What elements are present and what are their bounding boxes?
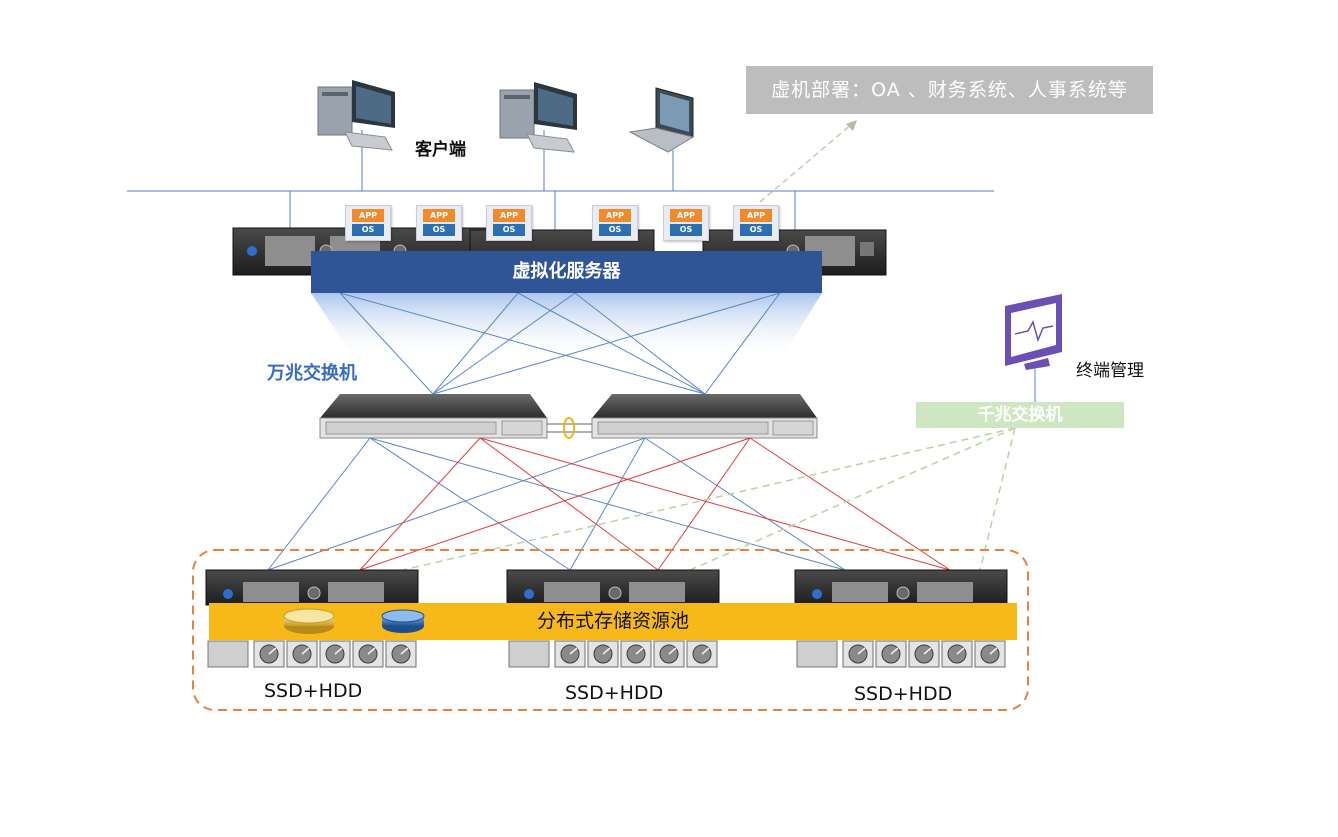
storage-node-server — [794, 569, 1008, 606]
hdd-drive-row — [796, 640, 1006, 668]
storage-pool-border — [192, 549, 1029, 711]
hdd-drive-icon — [385, 640, 417, 668]
stack-link-ring — [563, 417, 575, 439]
storage-blue-links — [267, 437, 846, 571]
storage-pool-label: 分布式存储资源池 — [536, 610, 689, 632]
hdd-drive-icon — [941, 640, 973, 668]
gold-disk-icon — [283, 608, 335, 634]
hdd-drive-icon — [352, 640, 384, 668]
hdd-drive-icon — [587, 640, 619, 668]
laptop-icon — [628, 87, 695, 153]
hdd-drive-icon — [286, 640, 318, 668]
storage-node-server — [205, 569, 419, 606]
virtualization-server-bar: 虚拟化服务器 — [311, 251, 822, 293]
storage-node-label: SSD+HDD — [565, 682, 664, 704]
desktop-computer-icon — [317, 80, 395, 151]
drive-bay-end — [796, 640, 838, 668]
vm-deploy-arrowhead — [846, 120, 857, 131]
hdd-drive-icon — [653, 640, 685, 668]
storage-red-links — [359, 437, 951, 571]
gig-switch-bar: 千兆交换机 — [916, 402, 1124, 428]
clients-label: 客户端 — [415, 140, 466, 160]
hdd-drive-icon — [686, 640, 718, 668]
vm-deploy-banner: 虚机部署：OA 、财务系统、人事系统等 — [746, 66, 1153, 114]
storage-node-server — [506, 569, 720, 606]
storage-node-label: SSD+HDD — [264, 680, 363, 702]
server-switch-links — [339, 292, 781, 395]
terminal-mgmt-label: 终端管理 — [1076, 361, 1144, 381]
tengig-switch-left — [319, 394, 548, 439]
hdd-drive-icon — [554, 640, 586, 668]
tengig-switch-label: 万兆交换机 — [267, 363, 357, 384]
hdd-drive-icon — [908, 640, 940, 668]
drive-bay-end — [508, 640, 550, 668]
monitor-icon — [1005, 294, 1062, 370]
hdd-drive-row — [508, 640, 718, 668]
hdd-drive-icon — [620, 640, 652, 668]
hdd-drive-icon — [319, 640, 351, 668]
disk-icons — [283, 608, 425, 634]
hdd-drive-icon — [842, 640, 874, 668]
hdd-drive-icon — [974, 640, 1006, 668]
virt-fan-highlight — [311, 293, 822, 360]
blue-disk-icon — [381, 609, 425, 633]
drive-bay-end — [207, 640, 249, 668]
desktop-computer-icon — [499, 82, 577, 153]
tengig-switch-right — [591, 394, 818, 439]
storage-pool-bar: 分布式存储资源池 — [209, 603, 1017, 640]
hdd-drive-icon — [875, 640, 907, 668]
hdd-drive-icon — [253, 640, 285, 668]
vm-deploy-arrow — [759, 123, 853, 203]
hdd-drive-row — [207, 640, 417, 668]
storage-node-label: SSD+HDD — [854, 683, 953, 705]
mgmt-dashed-links — [402, 427, 1016, 571]
